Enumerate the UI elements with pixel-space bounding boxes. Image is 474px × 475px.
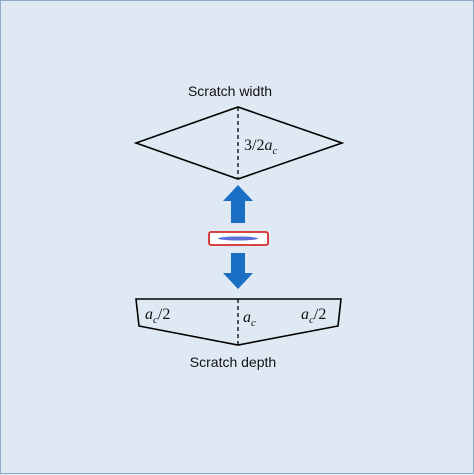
width-rhombus	[133, 106, 345, 180]
width-dimension-label: 3/2ac	[244, 137, 277, 157]
depth-left-label: ac/2	[145, 306, 170, 326]
scratch-depth-title: Scratch depth	[190, 354, 276, 370]
scratch-width-title: Scratch width	[188, 83, 272, 99]
depth-center-label: ac	[243, 309, 256, 329]
depth-profile-shape	[135, 298, 342, 346]
width-dim-sub: c	[272, 145, 277, 157]
width-dim-var: a	[264, 137, 272, 154]
up-arrow-icon	[223, 185, 253, 223]
down-arrow-icon	[223, 253, 253, 289]
width-dim-prefix: 3/2	[244, 137, 264, 154]
scratch-sample-icon	[208, 231, 269, 246]
depth-right-label: ac/2	[301, 306, 326, 326]
